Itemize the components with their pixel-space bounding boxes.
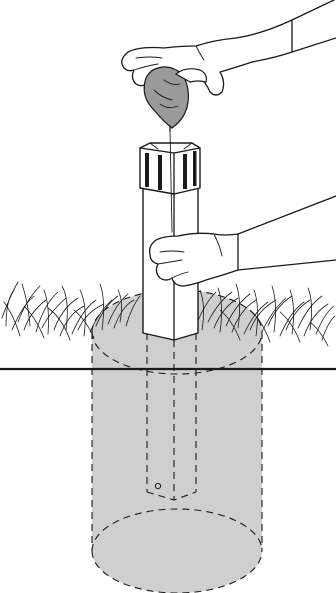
hand-with-bag-icon <box>122 0 336 131</box>
lower-glove <box>150 233 238 286</box>
